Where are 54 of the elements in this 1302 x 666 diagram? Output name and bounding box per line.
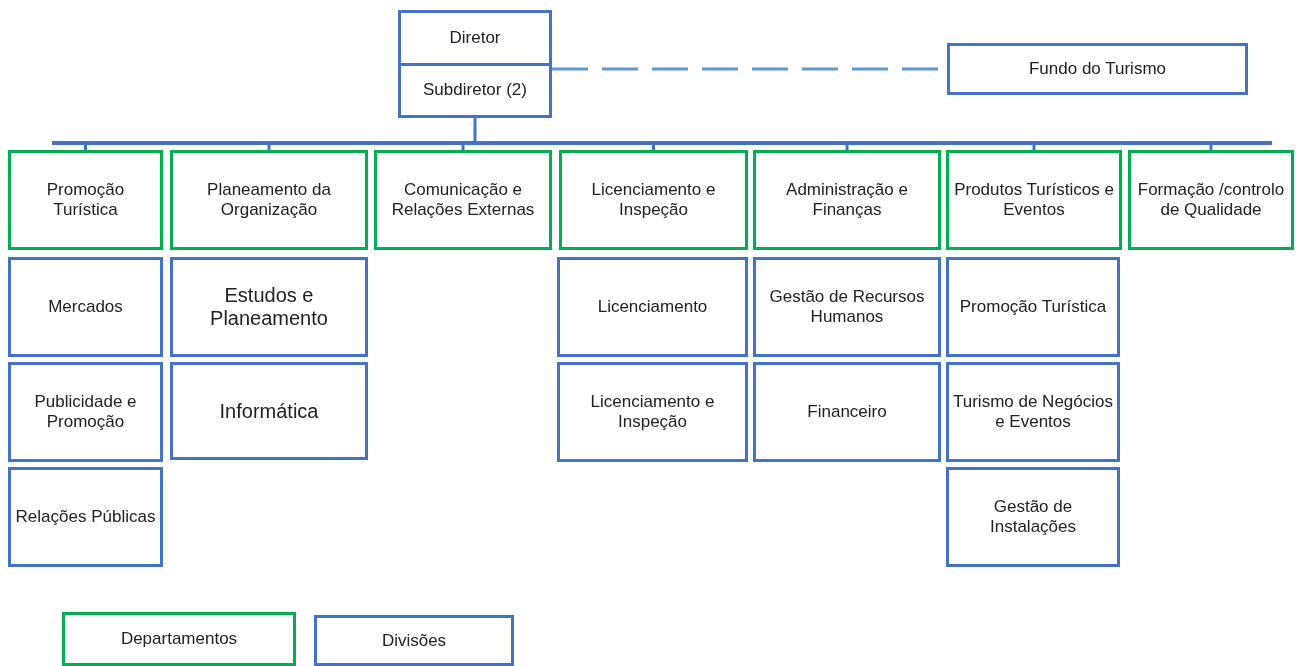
box-label: Formação /controlo de Qualidade xyxy=(1136,180,1286,220)
department-box xyxy=(946,150,1122,250)
box-label: Licenciamento e Inspeção xyxy=(590,180,717,220)
department-box xyxy=(753,150,941,250)
box-label: Licenciamento xyxy=(597,297,708,317)
box-label: Produtos Turísticos e Eventos xyxy=(953,180,1115,220)
department-box xyxy=(170,150,368,250)
division-box xyxy=(947,43,1248,95)
department-box xyxy=(374,150,552,250)
connector-line xyxy=(473,118,477,141)
box-label: Planeamento da Organização xyxy=(206,180,332,220)
box-label: Licenciamento e Inspeção xyxy=(589,392,716,432)
box-label: Financeiro xyxy=(807,402,887,422)
connector-line xyxy=(1032,145,1036,150)
box-label: Mercados xyxy=(48,297,123,317)
box-label: Gestão de Instalações xyxy=(989,497,1077,537)
division-box xyxy=(170,362,368,460)
legend-label: Departamentos xyxy=(120,629,238,649)
connector-line xyxy=(652,145,655,150)
box-label: Fundo do Turismo xyxy=(1029,59,1166,79)
box-label: Publicidade e Promoção xyxy=(33,392,138,432)
box-label: Administração e Finanças xyxy=(785,180,909,220)
division-box xyxy=(8,257,163,357)
division-box xyxy=(170,257,368,357)
subtitle-text: Subdiretor (2) xyxy=(401,62,549,115)
department-box xyxy=(1128,150,1294,250)
division-box xyxy=(557,362,748,462)
division-box xyxy=(946,257,1120,357)
division-box xyxy=(753,257,941,357)
division-box xyxy=(557,257,748,357)
connector-line xyxy=(845,145,849,150)
box-label: Gestão de Recursos Humanos xyxy=(768,287,926,327)
connector-line xyxy=(267,145,271,150)
division-box xyxy=(753,362,941,462)
title-text: Diretor xyxy=(448,26,502,49)
connector-line xyxy=(84,145,87,150)
connector-line xyxy=(461,145,465,150)
division-box xyxy=(946,362,1120,462)
bus-bar xyxy=(52,141,1272,145)
department-box xyxy=(559,150,748,250)
box-label: Promoção Turística xyxy=(45,180,126,220)
department-box xyxy=(8,150,163,250)
box-label: Comunicação e Relações Externas xyxy=(390,180,536,220)
division-box xyxy=(8,467,163,567)
division-box xyxy=(946,467,1120,567)
director-box xyxy=(398,10,552,118)
box-label: Turismo de Negócios e Eventos xyxy=(953,392,1113,432)
box-label: Promoção Turística xyxy=(959,297,1107,317)
connector-line xyxy=(1209,145,1213,150)
box-label: Relações Públicas xyxy=(15,507,156,527)
legend-label: Divisões xyxy=(381,630,447,651)
division-box xyxy=(8,362,163,462)
box-label: Estudos e Planeamento xyxy=(209,284,329,330)
box-label: Informática xyxy=(219,399,319,423)
